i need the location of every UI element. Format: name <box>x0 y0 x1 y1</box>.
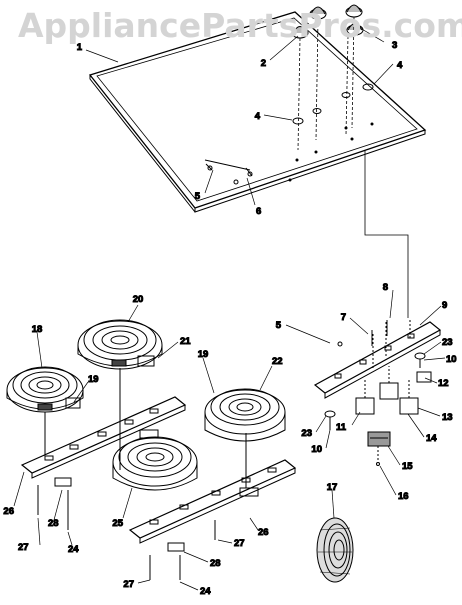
label-10a: 10 <box>446 354 457 365</box>
label-22: 22 <box>272 356 283 367</box>
label-26b: 26 <box>258 527 269 538</box>
label-13: 13 <box>442 412 453 423</box>
label-5a: 5 <box>195 191 201 202</box>
burner-20 <box>77 319 163 370</box>
label-12: 12 <box>438 378 449 389</box>
connector-line <box>364 150 409 318</box>
label-2: 2 <box>261 58 266 69</box>
label-23a: 23 <box>442 337 453 348</box>
label-24b: 24 <box>200 586 211 597</box>
label-1: 1 <box>77 42 83 53</box>
label-23b: 23 <box>301 428 312 439</box>
spindle-lines <box>297 16 355 151</box>
burner-17 <box>316 517 354 583</box>
label-3: 3 <box>392 40 397 51</box>
label-4a: 4 <box>255 111 261 122</box>
clip-strip <box>204 159 253 185</box>
label-11: 11 <box>336 422 347 433</box>
label-27c: 27 <box>123 579 134 590</box>
label-27a: 27 <box>18 542 29 553</box>
label-19b: 19 <box>198 349 209 360</box>
label-6: 6 <box>256 206 261 217</box>
label-4b: 4 <box>397 60 403 71</box>
label-21: 21 <box>180 336 191 347</box>
label-25: 25 <box>112 518 123 529</box>
cooktop-holes <box>288 122 374 182</box>
infinite-switches <box>355 366 432 415</box>
label-26a: 26 <box>3 506 14 517</box>
label-18: 18 <box>32 324 43 335</box>
label-14: 14 <box>426 433 437 444</box>
watermark-logo: AppliancePartsPros.com <box>18 6 462 45</box>
burner-25 <box>112 436 198 491</box>
label-5b: 5 <box>276 320 282 331</box>
label-8: 8 <box>383 282 388 293</box>
right-burner-bracket <box>128 459 297 552</box>
glass-cooktop <box>88 11 427 213</box>
left-burner-bracket <box>20 396 187 487</box>
washers <box>292 83 374 125</box>
bracket-screws <box>337 320 388 347</box>
lower-washer-screw <box>324 352 426 430</box>
burner-22 <box>204 388 286 442</box>
burner-18 <box>6 366 84 413</box>
label-10b: 10 <box>311 444 322 455</box>
label-27b: 27 <box>234 538 245 549</box>
label-16: 16 <box>398 491 409 502</box>
bottom-fasteners <box>37 368 247 580</box>
label-28b: 28 <box>210 558 221 569</box>
control-bracket <box>313 320 442 399</box>
label-9: 9 <box>442 300 447 311</box>
part-labels: 1 2 3 4 4 5 6 5 7 8 9 23 10 12 13 11 14 … <box>3 40 457 598</box>
label-24a: 24 <box>68 544 79 555</box>
label-17: 17 <box>327 482 338 493</box>
label-15: 15 <box>402 461 413 472</box>
terminal-block <box>367 431 391 466</box>
leader-lines <box>13 27 446 591</box>
label-20: 20 <box>133 294 144 305</box>
label-28a: 28 <box>48 518 59 529</box>
label-7: 7 <box>341 312 346 323</box>
label-19a: 19 <box>88 374 99 385</box>
